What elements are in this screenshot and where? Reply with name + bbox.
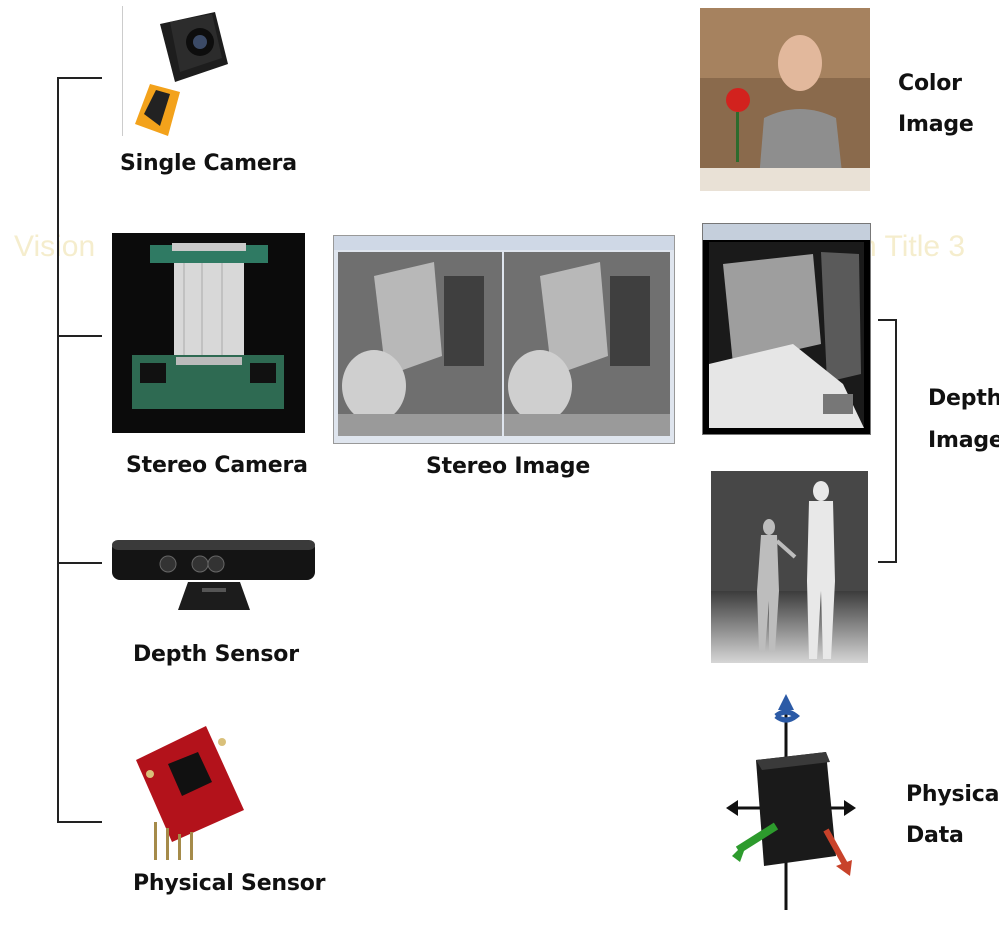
depth-image-label-line2: Image — [928, 428, 999, 453]
watermark-left: Vision — [14, 230, 96, 263]
watermark-right: n Title 3 — [860, 230, 966, 263]
color-image-photo — [700, 8, 870, 191]
depth-bracket — [878, 319, 897, 563]
color-image-label-line2: Image — [898, 112, 974, 137]
single-camera-label: Single Camera — [120, 151, 297, 176]
depth-sensor-photo — [112, 528, 315, 618]
depth-sensor-label: Depth Sensor — [133, 642, 299, 667]
stereo-image-label: Stereo Image — [426, 454, 591, 479]
stereo-camera-label: Stereo Camera — [126, 453, 308, 478]
color-image-label-line1: Color — [898, 71, 962, 96]
physical-data-label-line1: Physical — [906, 782, 999, 807]
stereo-image — [333, 235, 675, 444]
depth-image-label-line1: Depth — [928, 386, 999, 411]
sensor-bracket — [57, 77, 102, 823]
physical-sensor-label: Physical Sensor — [133, 871, 326, 896]
single-camera-photo — [120, 4, 235, 144]
physical-data-diagram — [718, 690, 868, 918]
physical-sensor-photo — [128, 720, 248, 862]
stereo-camera-photo — [112, 233, 305, 433]
depth-image-people — [711, 471, 868, 663]
depth-image-window — [702, 223, 871, 435]
physical-data-label-line2: Data — [906, 823, 964, 848]
